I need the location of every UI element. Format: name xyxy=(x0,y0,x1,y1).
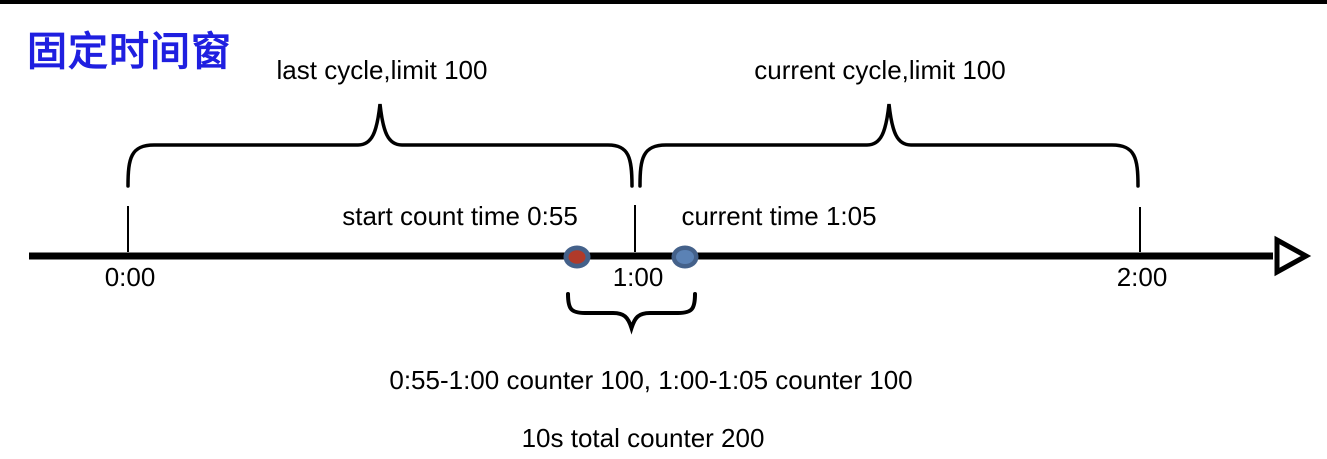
tick-label-100: 1:00 xyxy=(612,262,664,292)
right-arrow-icon xyxy=(1274,235,1312,277)
current-time-label: current time 1:05 xyxy=(681,201,877,231)
current-cycle-label: current cycle,limit 100 xyxy=(754,55,1006,85)
counting-window-brace xyxy=(566,292,697,335)
tick-label-000: 0:00 xyxy=(104,262,156,292)
counter-summary-line2: 10s total counter 200 xyxy=(521,423,765,453)
counter-summary-line1: 0:55-1:00 counter 100, 1:00-1:05 counter… xyxy=(389,365,913,395)
start-count-time-label: start count time 0:55 xyxy=(342,201,578,231)
last-cycle-label: last cycle,limit 100 xyxy=(276,55,488,85)
last-cycle-brace xyxy=(126,103,634,188)
start-dot-icon xyxy=(568,250,586,264)
current-dot-icon xyxy=(676,250,694,264)
page-title: 固定时间窗 xyxy=(27,30,232,74)
current-cycle-brace xyxy=(638,103,1140,188)
tick-label-200: 2:00 xyxy=(1116,262,1168,292)
